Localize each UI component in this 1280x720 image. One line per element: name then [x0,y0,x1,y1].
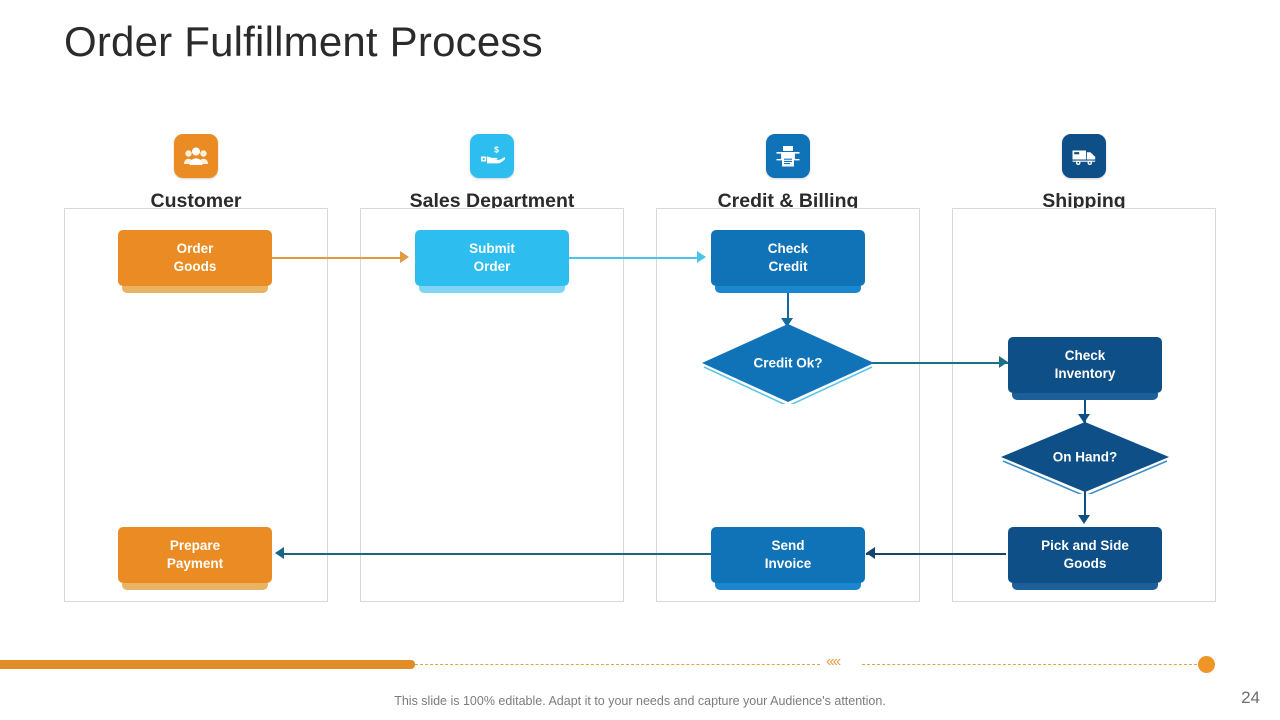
node-shadow [122,583,268,590]
node-check-credit[interactable]: Check Credit [711,230,865,293]
arrowhead-left [275,547,284,559]
lane-header-customer: Customer [64,134,328,213]
footer-note: This slide is 100% editable. Adapt it to… [394,694,886,708]
node-label: Pick and Side Goods [1041,538,1129,571]
svg-text:$: $ [494,145,499,155]
printer-invoice-icon [766,134,810,178]
node-shadow [122,286,268,293]
lane-header-sales-department: $ Sales Department [360,134,624,213]
lane-label: Credit & Billing [717,190,859,212]
node-label: Prepare Payment [166,538,224,571]
hand-holding-money-icon: $ [470,134,514,178]
node-shadow [1012,583,1158,590]
node-order-goods[interactable]: Order Goods [118,230,272,293]
node-pick-side-goods[interactable]: Pick and Side Goods [1008,527,1162,590]
connector-check-credit-to-credit-ok [787,286,789,324]
node-credit-ok[interactable]: Credit Ok? [700,322,876,404]
connector-submit-order-to-check-credit [569,257,703,259]
arrowhead-right [697,251,706,263]
page-number: 24 [1241,688,1260,707]
connector-order-goods-to-submit-order [272,257,406,259]
node-prepare-payment[interactable]: Prepare Payment [118,527,272,590]
node-shadow [1012,393,1158,400]
connector-credit-ok-to-check-inventory [866,362,1008,364]
footer-dot-marker [1198,656,1215,673]
lane-label: Shipping [1042,190,1126,212]
connector-pick-side-goods-to-send-invoice [866,553,1006,555]
footer-accent-bar [0,660,415,669]
lane-label: Sales Department [409,190,575,212]
node-label: Send Invoice [764,538,812,571]
connector-send-invoice-to-prepare-payment [278,553,712,555]
group-of-people-icon [174,134,218,178]
footer-chevron-icon: ‹‹‹‹ [826,653,841,670]
node-send-invoice[interactable]: Send Invoice [711,527,865,590]
lane-header-credit-billing: Credit & Billing [656,134,920,213]
node-check-inventory[interactable]: Check Inventory [1008,337,1162,400]
delivery-truck-icon [1062,134,1106,178]
connector-check-inventory-to-on-hand [1084,393,1086,423]
lane-header-shipping: Shipping [952,134,1216,213]
node-shadow [715,583,861,590]
node-on-hand[interactable]: On Hand? [999,420,1171,494]
arrowhead-right [999,356,1008,368]
node-label: Order Goods [173,241,217,274]
node-shadow [419,286,565,293]
node-label: Check Credit [767,241,809,274]
arrowhead-left [866,547,875,559]
connector-on-hand-to-pick-side-goods [1084,491,1086,521]
node-label: Submit Order [469,241,515,274]
node-shadow [715,286,861,293]
node-label: Check Inventory [1054,348,1116,381]
lane-label: Customer [150,190,242,212]
arrowhead-right [400,251,409,263]
arrowhead-down [1078,515,1090,524]
page-title: Order Fulfillment Process [64,18,543,65]
node-submit-order[interactable]: Submit Order [415,230,569,293]
footer-dashed-line-left [415,664,820,665]
footer-dashed-line-right [862,664,1202,665]
arrowhead-down [1078,414,1090,423]
arrowhead-down [781,318,793,327]
